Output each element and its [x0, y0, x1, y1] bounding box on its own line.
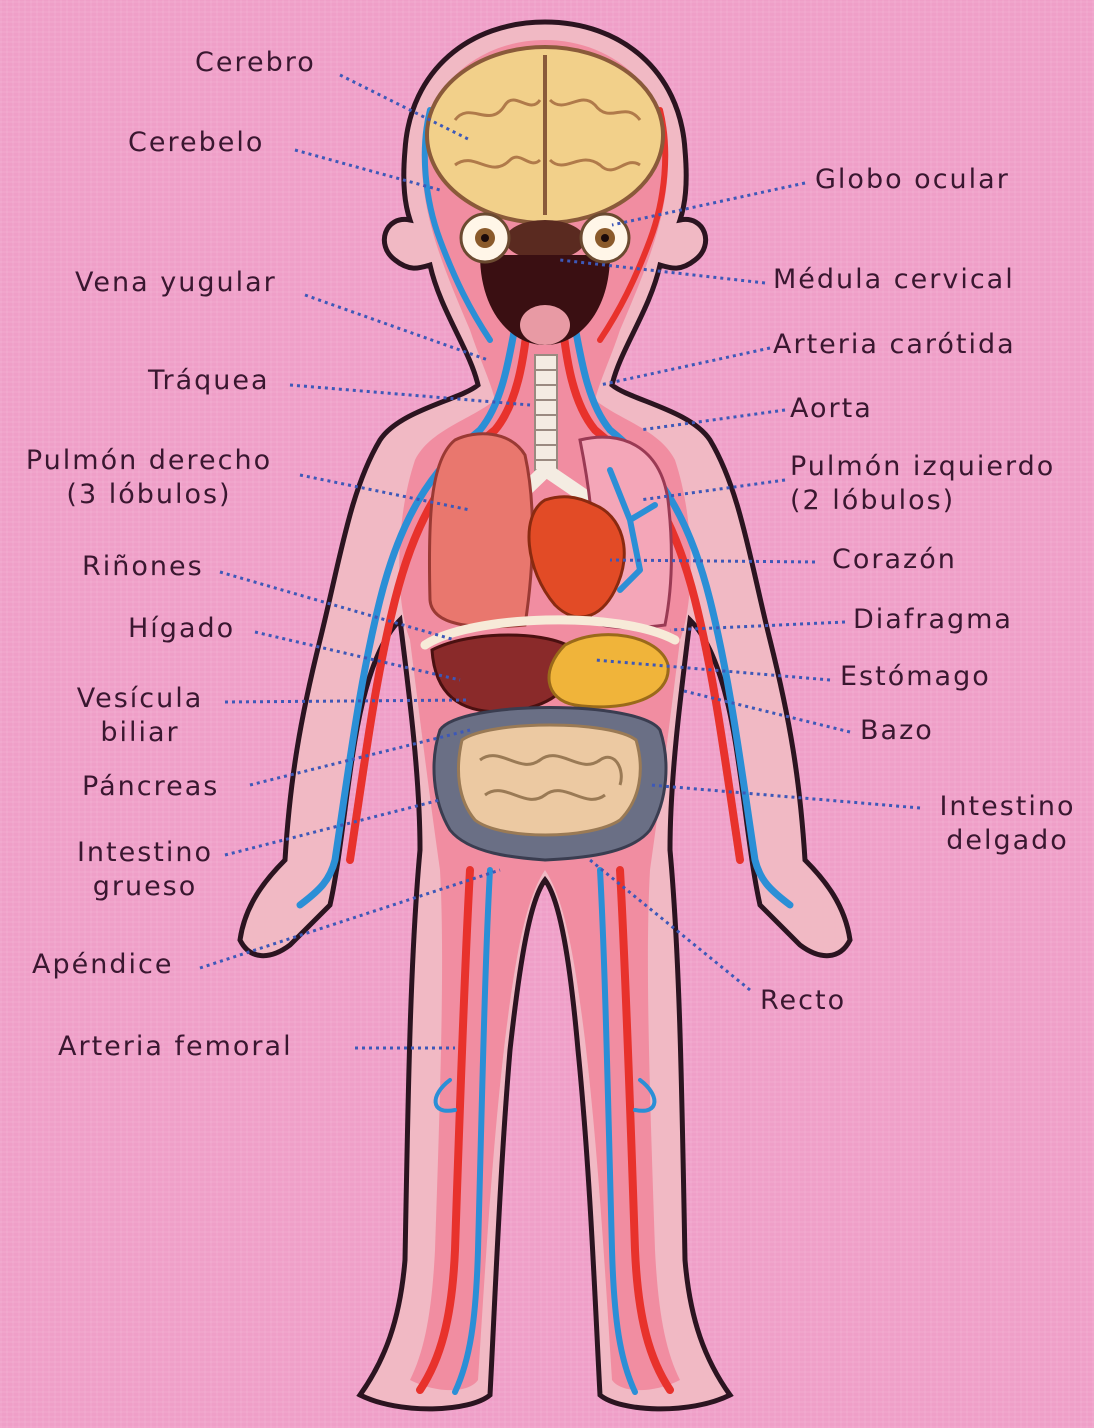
label-arteria-femoral: Arteria femoral	[58, 1030, 293, 1064]
label-pulmon-izquierdo: Pulmón izquierdo (2 lóbulos)	[790, 450, 1055, 518]
label-pulmon-derecho-line2: (3 lóbulos)	[14, 478, 284, 512]
label-diafragma: Diafragma	[853, 603, 1013, 637]
label-intestino-delgado: Intestino delgado	[925, 790, 1090, 858]
label-medula-cervical: Médula cervical	[773, 263, 1015, 297]
label-pancreas: Páncreas	[82, 770, 219, 804]
stomach-shape	[549, 635, 668, 707]
label-bazo: Bazo	[860, 714, 934, 748]
label-pulmon-derecho-line1: Pulmón derecho	[14, 444, 284, 478]
label-pulmon-derecho: Pulmón derecho (3 lóbulos)	[14, 444, 284, 512]
label-apendice: Apéndice	[32, 948, 173, 982]
label-pulmon-izquierdo-line2: (2 lóbulos)	[790, 484, 1055, 518]
label-corazon: Corazón	[832, 543, 957, 577]
label-intestino-grueso-line2: grueso	[60, 870, 230, 904]
label-traquea: Tráquea	[148, 364, 270, 398]
label-arteria-carotida: Arteria carótida	[773, 328, 1016, 362]
label-pulmon-izquierdo-line1: Pulmón izquierdo	[790, 450, 1055, 484]
label-vesicula-biliar: Vesícula biliar	[60, 682, 220, 750]
label-aorta: Aorta	[790, 392, 873, 426]
label-cerebelo: Cerebelo	[128, 126, 264, 160]
label-vesicula-line1: Vesícula	[60, 682, 220, 716]
label-intestino-grueso-line1: Intestino	[60, 836, 230, 870]
label-higado: Hígado	[128, 612, 235, 646]
label-cerebro: Cerebro	[195, 46, 316, 80]
label-rinones: Riñones	[82, 550, 204, 584]
label-recto: Recto	[760, 984, 846, 1018]
label-intestino-delgado-line1: Intestino	[925, 790, 1090, 824]
label-vesicula-line2: biliar	[60, 716, 220, 750]
label-intestino-delgado-line2: delgado	[925, 824, 1090, 858]
label-vena-yugular: Vena yugular	[75, 266, 277, 300]
label-estomago: Estómago	[840, 660, 991, 694]
label-intestino-grueso: Intestino grueso	[60, 836, 230, 904]
label-globo-ocular: Globo ocular	[815, 163, 1010, 197]
